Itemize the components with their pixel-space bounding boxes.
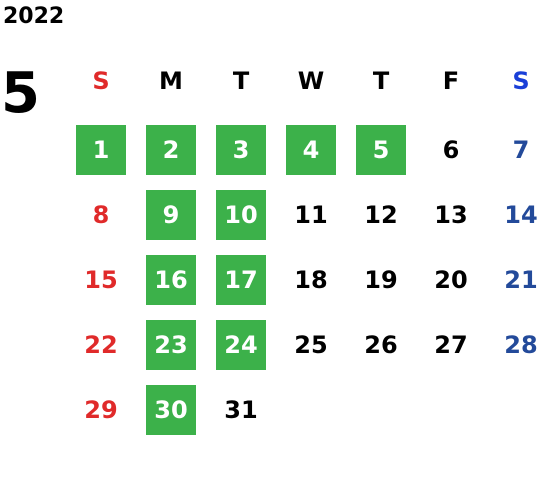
weekday-header-wednesday: W: [297, 67, 325, 95]
day-6[interactable]: 6: [442, 136, 460, 164]
day-5[interactable]: 5: [356, 125, 406, 175]
day-12[interactable]: 12: [364, 201, 398, 229]
day-31[interactable]: 31: [224, 396, 258, 424]
day-9[interactable]: 9: [146, 190, 196, 240]
year-label: 2022: [3, 4, 65, 29]
day-28[interactable]: 28: [504, 331, 538, 359]
day-26[interactable]: 26: [364, 331, 398, 359]
day-30[interactable]: 30: [146, 385, 196, 435]
day-29[interactable]: 29: [84, 396, 118, 424]
weekday-header-tuesday: T: [232, 67, 250, 95]
day-4[interactable]: 4: [286, 125, 336, 175]
day-25[interactable]: 25: [294, 331, 328, 359]
day-1[interactable]: 1: [76, 125, 126, 175]
day-19[interactable]: 19: [364, 266, 398, 294]
day-2[interactable]: 2: [146, 125, 196, 175]
day-13[interactable]: 13: [434, 201, 468, 229]
day-18[interactable]: 18: [294, 266, 328, 294]
day-24[interactable]: 24: [216, 320, 266, 370]
day-15[interactable]: 15: [84, 266, 118, 294]
day-20[interactable]: 20: [434, 266, 468, 294]
day-3[interactable]: 3: [216, 125, 266, 175]
day-21[interactable]: 21: [504, 266, 538, 294]
month-number: 5: [1, 61, 40, 126]
day-14[interactable]: 14: [504, 201, 538, 229]
day-22[interactable]: 22: [84, 331, 118, 359]
day-16[interactable]: 16: [146, 255, 196, 305]
day-10[interactable]: 10: [216, 190, 266, 240]
day-11[interactable]: 11: [294, 201, 328, 229]
day-23[interactable]: 23: [146, 320, 196, 370]
day-7[interactable]: 7: [512, 136, 530, 164]
weekday-header-friday: F: [442, 67, 460, 95]
weekday-header-thursday: T: [372, 67, 390, 95]
day-27[interactable]: 27: [434, 331, 468, 359]
day-8[interactable]: 8: [92, 201, 110, 229]
weekday-header-monday: M: [159, 67, 183, 95]
weekday-header-sunday: S: [92, 67, 110, 95]
weekday-header-saturday: S: [512, 67, 530, 95]
day-17[interactable]: 17: [216, 255, 266, 305]
